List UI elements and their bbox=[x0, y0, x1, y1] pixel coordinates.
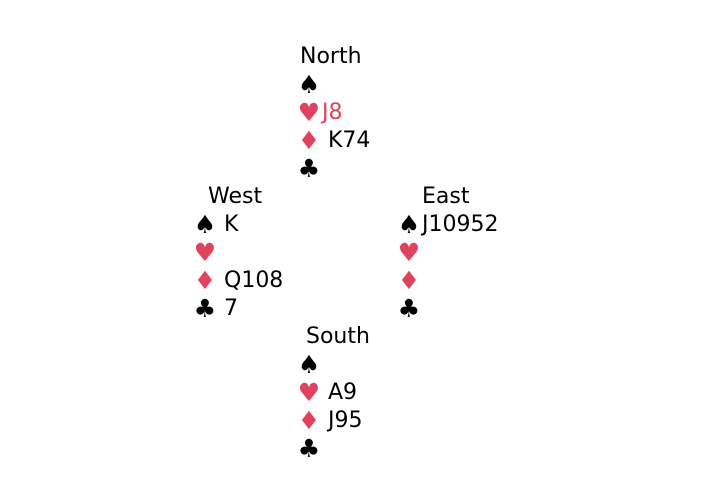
club-icon: ♣ bbox=[193, 294, 217, 323]
south-label: South bbox=[306, 324, 370, 349]
south-hand: South ♠ ♥ A9 ♦ J95 ♣ bbox=[296, 323, 370, 463]
west-clubs-cards: 7 bbox=[224, 296, 238, 321]
east-spades-cards: J10952 bbox=[422, 212, 499, 237]
club-icon: ♣ bbox=[297, 154, 321, 183]
east-label: East bbox=[422, 184, 470, 209]
east-clubs-row: ♣ bbox=[396, 295, 498, 323]
south-hearts-row: ♥ A9 bbox=[296, 379, 370, 407]
diamond-icon: ♦ bbox=[297, 406, 321, 435]
diamond-icon: ♦ bbox=[397, 266, 421, 295]
heart-icon: ♥ bbox=[297, 98, 321, 127]
east-hearts-row: ♥ bbox=[396, 239, 498, 267]
club-icon: ♣ bbox=[297, 434, 321, 463]
west-hand: West ♠K ♥ ♦Q108 ♣7 bbox=[192, 183, 284, 323]
north-hearts-row: ♥J8 bbox=[296, 99, 370, 127]
north-spades-row: ♠ bbox=[296, 71, 370, 99]
south-clubs-row: ♣ bbox=[296, 435, 370, 463]
heart-icon: ♥ bbox=[397, 238, 421, 267]
north-hand: North ♠ ♥J8 ♦ K74 ♣ bbox=[296, 43, 371, 183]
west-spades-row: ♠K bbox=[192, 211, 283, 239]
south-hearts-cards: A9 bbox=[328, 380, 358, 405]
east-diamonds-row: ♦ bbox=[396, 267, 498, 295]
spade-icon: ♠ bbox=[297, 350, 321, 379]
south-spades-row: ♠ bbox=[296, 351, 370, 379]
west-hearts-row: ♥ bbox=[192, 239, 283, 267]
spade-icon: ♠ bbox=[397, 210, 421, 239]
east-spades-row: ♠J10952 bbox=[396, 210, 499, 239]
west-clubs-row: ♣7 bbox=[192, 295, 283, 323]
west-diamonds-row: ♦ Q108 bbox=[192, 266, 284, 295]
north-hearts-cards: J8 bbox=[322, 100, 343, 125]
spade-icon: ♠ bbox=[193, 210, 217, 239]
west-label: West bbox=[208, 184, 263, 209]
south-diamonds-cards: J95 bbox=[328, 408, 363, 433]
diamond-icon: ♦ bbox=[297, 126, 321, 155]
heart-icon: ♥ bbox=[193, 238, 217, 267]
heart-icon: ♥ bbox=[297, 378, 321, 407]
north-diamonds-cards: K74 bbox=[328, 128, 371, 153]
west-diamonds-cards: Q108 bbox=[224, 268, 284, 293]
north-diamonds-row: ♦ K74 bbox=[296, 126, 371, 155]
north-clubs-row: ♣ bbox=[296, 155, 370, 183]
east-hand: East ♠J10952 ♥ ♦ ♣ bbox=[396, 183, 499, 323]
north-label: North bbox=[300, 44, 362, 69]
diamond-icon: ♦ bbox=[193, 266, 217, 295]
spade-icon: ♠ bbox=[297, 70, 321, 99]
south-diamonds-row: ♦ J95 bbox=[296, 407, 370, 435]
club-icon: ♣ bbox=[397, 294, 421, 323]
west-spades-cards: K bbox=[224, 212, 239, 237]
